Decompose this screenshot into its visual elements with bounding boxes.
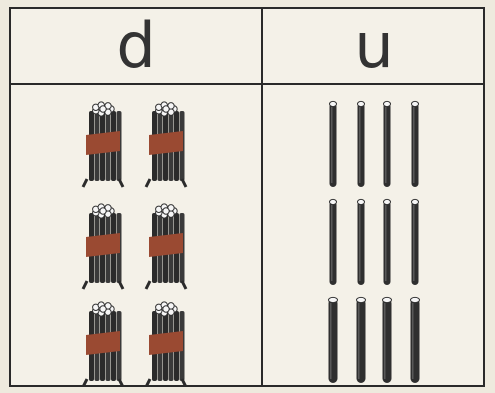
single-rod-icon	[357, 297, 366, 383]
header-d: d	[11, 9, 261, 83]
bundled-wire-icon	[146, 102, 186, 187]
single-rod-icon	[384, 199, 391, 285]
bundled-wire-icon	[83, 102, 123, 187]
cell-bundles	[11, 85, 261, 385]
bundled-wire-icon	[146, 302, 186, 385]
single-rod-icon	[358, 199, 365, 285]
bundled-wire-icon	[83, 302, 123, 385]
single-rod-icon	[412, 199, 419, 285]
single-rod-icon	[330, 101, 337, 187]
single-rod-icon	[383, 297, 392, 383]
single-rod-icon	[412, 101, 419, 187]
single-rod-icon	[384, 101, 391, 187]
bundled-wire-icon	[83, 204, 123, 289]
header-u: u	[263, 9, 485, 83]
single-rod-icon	[411, 297, 420, 383]
single-rod-icon	[330, 199, 337, 285]
single-rod-icon	[358, 101, 365, 187]
comparison-table: d u	[9, 7, 485, 387]
bundled-wires-illustration	[11, 85, 261, 385]
single-rods-illustration	[263, 85, 485, 385]
cell-rods	[263, 85, 485, 385]
single-rod-icon	[329, 297, 338, 383]
bundled-wire-icon	[146, 204, 186, 289]
